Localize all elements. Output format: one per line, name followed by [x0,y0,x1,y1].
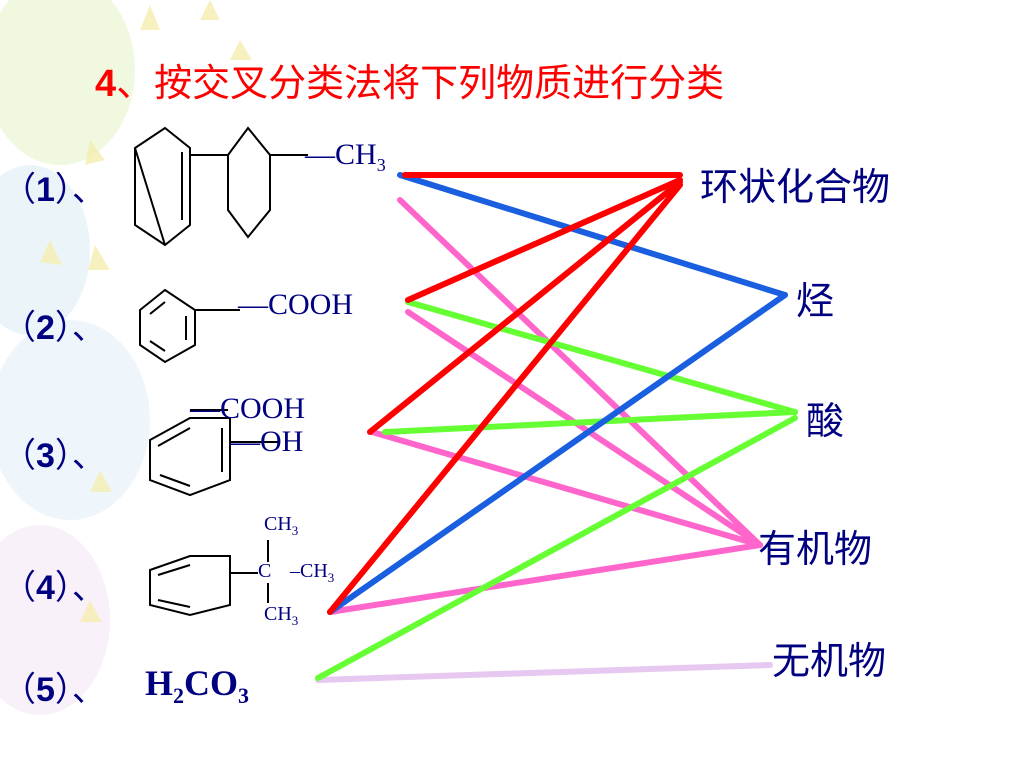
formula-h2co3: H2CO3 [145,663,250,709]
item-2-label: （2）、 [2,308,106,348]
category-cyclic-compound: 环状化合物 [700,165,891,209]
structure-2-group: —COOH [238,288,354,321]
structure-4-group-c: C [258,560,272,582]
structure-3-group-cooh: —COOH [190,392,306,425]
structure-1-group: —CH3 [305,138,386,175]
structure-4 [149,540,269,617]
line-2-acid [405,299,798,415]
page-title: 4、按交叉分类法将下列物质进行分类 [95,61,725,105]
line-4-cyclic [327,182,683,615]
item-3-label: （3）、 [2,436,106,476]
line-2-cyclic [405,177,683,303]
category-acid: 酸 [806,399,845,443]
item-5-label: （5）、 [2,670,106,710]
line-4-hydrocarbon [327,292,788,615]
structure-4-group-right: –CH3 [290,560,335,585]
structure-3 [149,409,278,497]
line-1-organic [397,197,763,548]
structure-3-group-oh: —OH [230,425,304,458]
item-1-label: （1）、 [2,170,106,210]
line-3-acid [382,409,798,435]
category-hydrocarbon: 烃 [796,279,835,323]
line-5-acid [315,415,798,681]
line-1-hydrocarbon [397,172,788,298]
structure-4-group-top: CH3 [264,513,299,538]
line-5-inorganic [315,662,773,683]
line-3-organic [369,429,763,548]
category-organic: 有机物 [758,527,873,571]
structure-1 [134,126,308,247]
category-inorganic: 无机物 [772,639,887,683]
line-4-organic [327,542,763,615]
structure-2 [139,288,240,364]
item-4-label: （4）、 [2,568,106,608]
structure-4-group-bottom: CH3 [264,603,299,628]
line-3-cyclic [367,179,683,435]
